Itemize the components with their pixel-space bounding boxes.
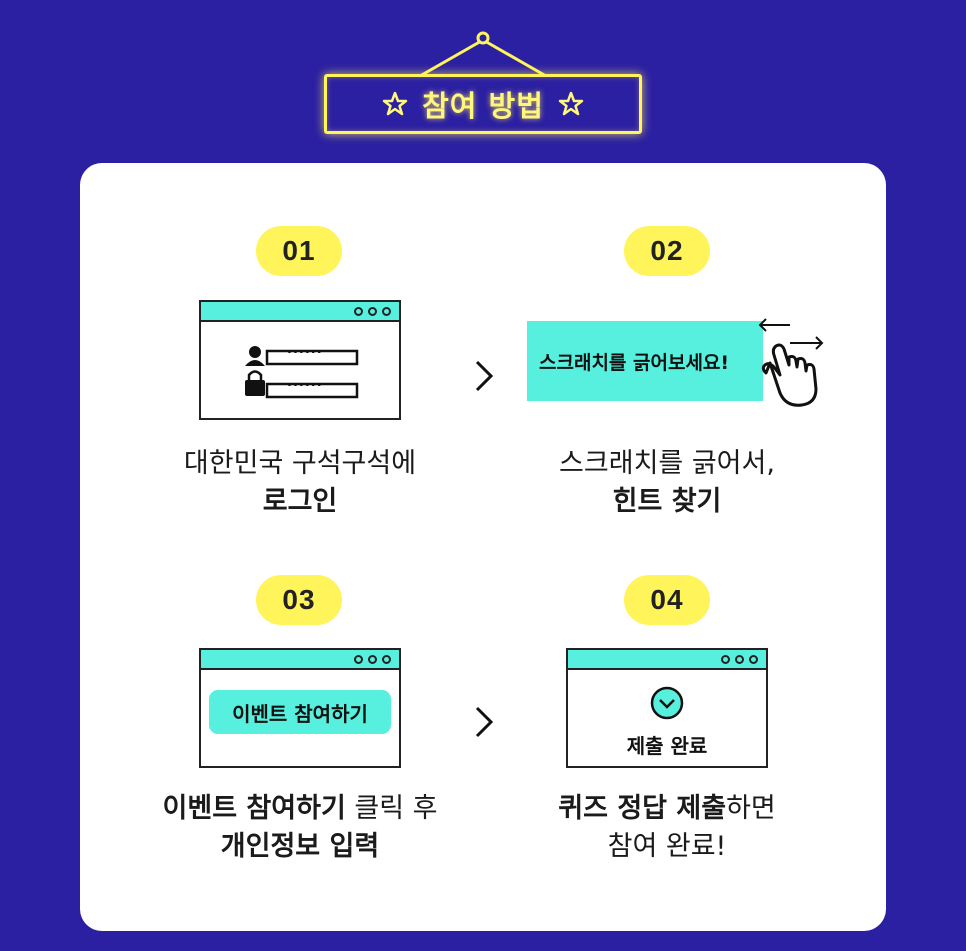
password-mask: ...... xyxy=(287,375,323,390)
submit-done-label: 제출 완료 xyxy=(626,734,708,758)
caption-line: 참여 완료! xyxy=(607,831,727,862)
window-dot xyxy=(354,306,363,316)
caption-bold: 이벤트 참여하기 xyxy=(162,793,346,824)
step-caption-01: 대한민국 구석구석에 로그인 xyxy=(120,445,480,521)
star-icon xyxy=(382,91,408,116)
caption-rest: 하면 xyxy=(726,793,776,824)
window-dot xyxy=(721,654,730,664)
window-dot xyxy=(382,306,391,316)
caption-line: 이벤트 참여하기 클릭 후 xyxy=(120,790,480,828)
window-dot xyxy=(382,654,391,664)
window-dot xyxy=(354,654,363,664)
window-titlebar xyxy=(568,650,766,670)
check-circle-icon xyxy=(650,686,684,720)
window-titlebar xyxy=(201,302,399,322)
caption-line: 대한민국 구석구석에 xyxy=(183,448,417,479)
event-join-button[interactable]: 이벤트 참여하기 xyxy=(209,690,391,734)
step-badge-02: 02 xyxy=(624,226,710,276)
step-badge-01: 01 xyxy=(256,226,342,276)
step-badge-04: 04 xyxy=(624,575,710,625)
caption-line-bold: 로그인 xyxy=(120,483,480,521)
submit-window: 제출 완료 xyxy=(566,648,768,768)
scratch-label: 스크래치를 긁어보세요! xyxy=(539,351,730,374)
page-title: 참여 방법 xyxy=(422,89,544,123)
caption-line-bold: 힌트 찾기 xyxy=(487,483,847,521)
event-window: 이벤트 참여하기 xyxy=(199,648,401,768)
scratch-card: 스크래치를 긁어보세요! xyxy=(527,321,763,401)
caption-line-bold: 개인정보 입력 xyxy=(120,828,480,866)
window-dot xyxy=(368,654,377,664)
window-dot xyxy=(749,654,758,664)
header-sign: 참여 방법 xyxy=(324,74,642,134)
sign-hanger xyxy=(419,31,547,78)
header-sign-area: 참여 방법 xyxy=(0,0,966,150)
chevron-right-icon xyxy=(475,360,494,392)
window-dot xyxy=(368,306,377,316)
username-mask: ...... xyxy=(287,342,323,357)
chevron-right-icon xyxy=(475,706,494,738)
swipe-hand-icon xyxy=(758,318,824,407)
caption-bold: 개인정보 입력 xyxy=(220,831,380,862)
star-icon xyxy=(558,91,584,116)
login-form-icon xyxy=(245,346,359,399)
step-badge-03: 03 xyxy=(256,575,342,625)
caption-bold: 힌트 찾기 xyxy=(612,486,722,517)
caption-line: 스크래치를 긁어서, xyxy=(559,448,775,479)
caption-bold: 퀴즈 정답 제출 xyxy=(558,793,727,824)
window-titlebar xyxy=(201,650,399,670)
steps-card: 01 ...... ...... 대한민국 구석구석에 로그인 02 스크래치를… xyxy=(80,163,886,931)
caption-line: 퀴즈 정답 제출하면 xyxy=(487,790,847,828)
login-window: ...... ...... xyxy=(199,300,401,420)
window-dot xyxy=(735,654,744,664)
step-caption-02: 스크래치를 긁어서, 힌트 찾기 xyxy=(487,445,847,521)
step-caption-04: 퀴즈 정답 제출하면 참여 완료! xyxy=(487,790,847,866)
caption-bold: 로그인 xyxy=(262,486,338,517)
step-caption-03: 이벤트 참여하기 클릭 후 개인정보 입력 xyxy=(120,790,480,866)
caption-rest: 클릭 후 xyxy=(345,793,438,824)
